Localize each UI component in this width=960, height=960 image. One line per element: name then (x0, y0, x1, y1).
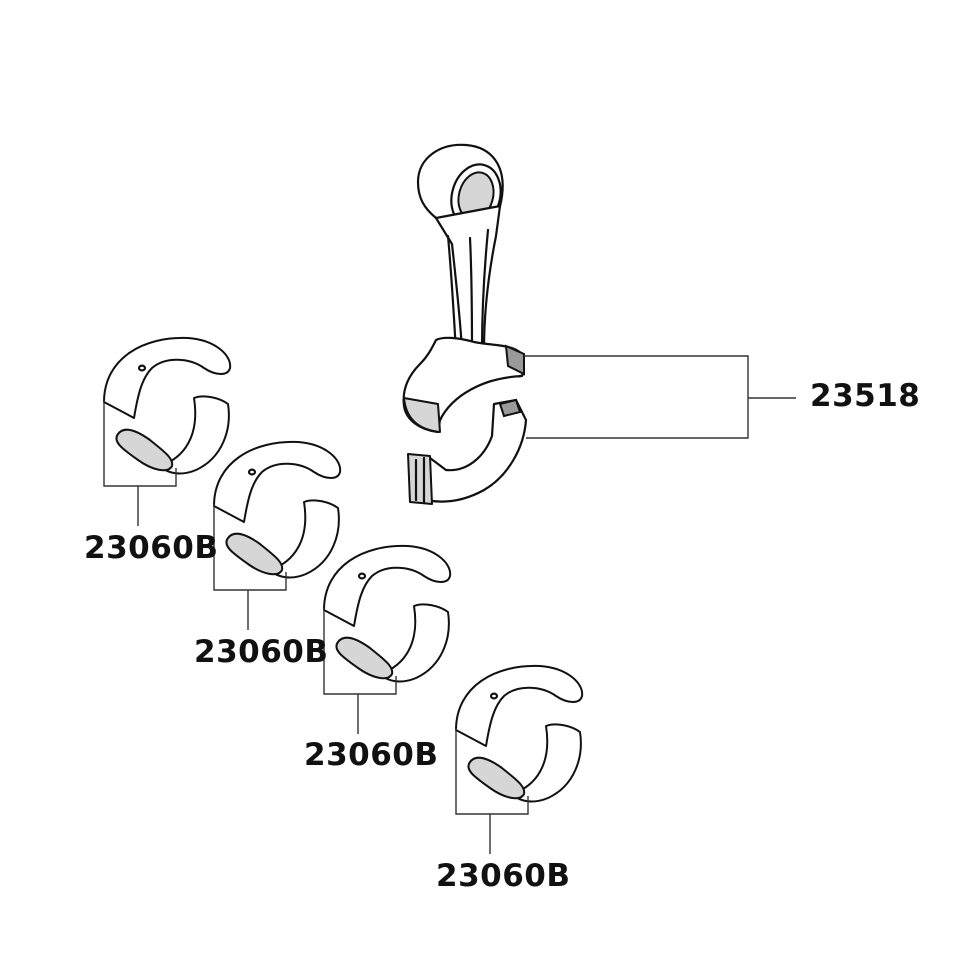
leader-23518 (524, 355, 796, 439)
bearing-shell-4 (454, 664, 584, 854)
bearing-shell-1 (102, 336, 232, 526)
part-number-23518: 23518 (810, 378, 921, 414)
part-number-23060b-2: 23060B (194, 634, 329, 670)
part-number-23060b-4: 23060B (436, 858, 571, 894)
part-number-23060b-1: 23060B (84, 530, 219, 566)
bearing-shell-3 (322, 544, 452, 734)
connecting-rod-drawing (402, 143, 528, 505)
bearing-shell-2 (212, 440, 342, 630)
part-number-23060b-3: 23060B (304, 737, 439, 773)
